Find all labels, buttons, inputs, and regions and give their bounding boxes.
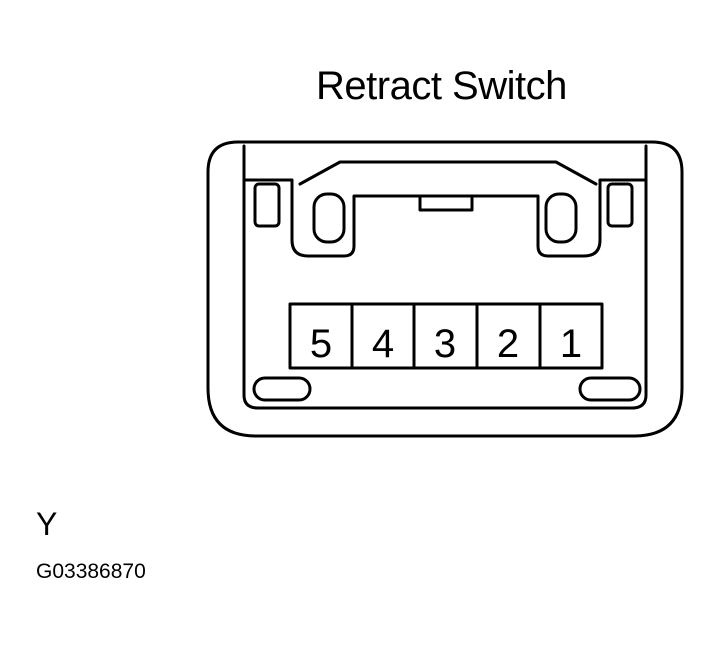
pin-cavity-grid xyxy=(288,302,604,370)
connector-color-code: Y xyxy=(36,506,58,542)
connector-center-tab xyxy=(418,194,474,212)
connector-latch xyxy=(242,178,648,258)
pin-number: 1 xyxy=(560,322,582,366)
connector-left-slot xyxy=(253,182,281,228)
pin-number: 2 xyxy=(497,322,519,366)
connector-bottom-right-slot xyxy=(578,376,642,402)
connector-bottom-left-slot xyxy=(252,376,312,402)
figure-id: G03386870 xyxy=(36,560,146,583)
connector-outer-housing xyxy=(206,140,684,438)
pin-number: 4 xyxy=(372,322,394,366)
connector-right-window xyxy=(544,192,578,244)
connector-right-slot xyxy=(606,182,634,228)
pin-number: 5 xyxy=(310,322,332,366)
diagram-title: Retract Switch xyxy=(316,64,567,108)
pin-number: 3 xyxy=(434,322,456,366)
connector-left-window xyxy=(312,192,346,244)
connector-inner-frame xyxy=(242,144,648,410)
